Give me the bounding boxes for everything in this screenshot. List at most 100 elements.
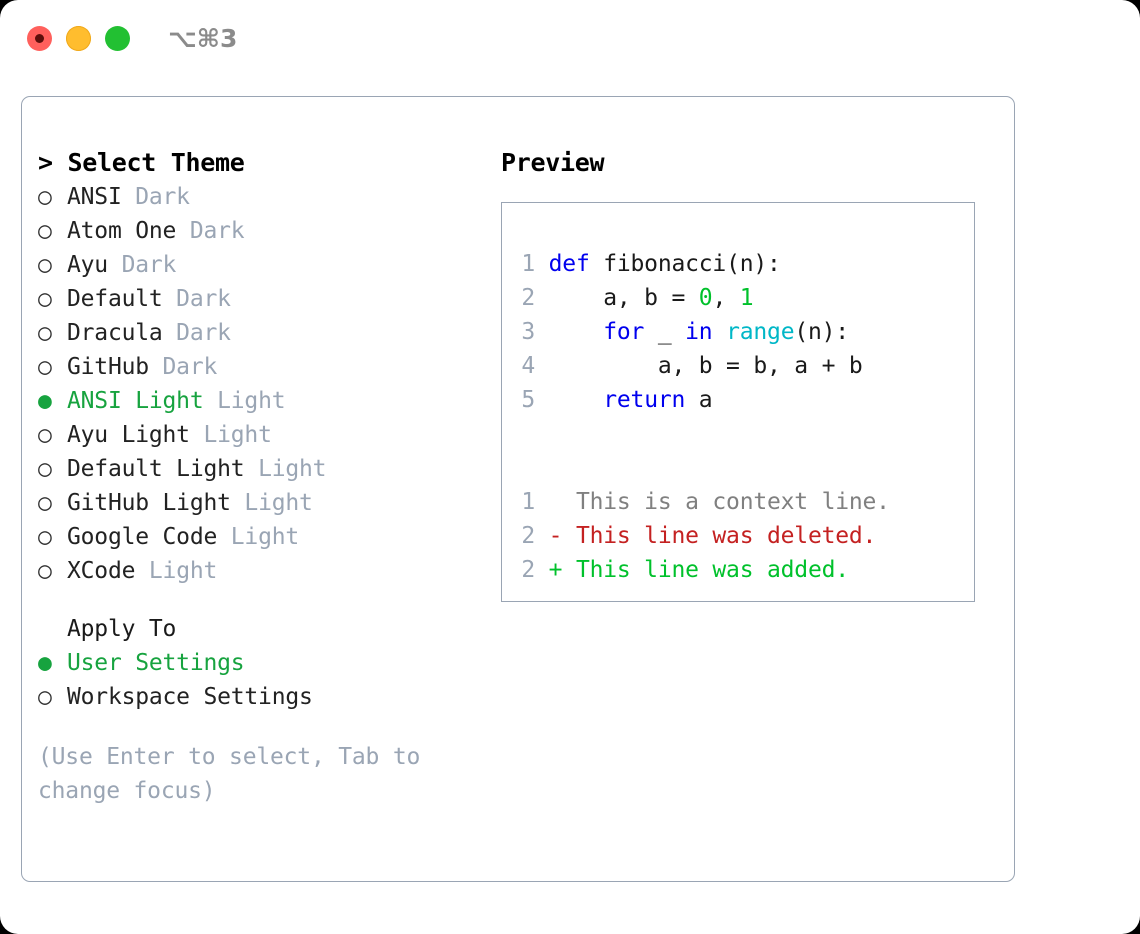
apply-option-user-settings[interactable]: ● User Settings [38,646,478,680]
line-number: 2 [521,523,535,549]
apply-option-workspace-settings[interactable]: ○ Workspace Settings [38,680,478,714]
theme-list[interactable]: ○ANSI Dark○Atom One Dark○Ayu Dark○Defaul… [38,180,478,588]
option-variant-badge: Dark [176,218,245,244]
diff-line-ctx: 1 This is a context line. [521,485,890,519]
radio-unselected-icon: ○ [38,684,52,710]
radio-unselected-icon: ○ [38,422,52,448]
option-variant-badge: Light [230,490,313,516]
title-bar: ⌥⌘3 [0,0,1140,78]
option-label: GitHub [67,354,149,380]
preview-column: Preview 1 def fibonacci(n):2 a, b = 0, 1… [501,146,991,602]
theme-option-ayu-light[interactable]: ○ Ayu Light Light [38,418,478,452]
radio-unselected-icon: ○ [38,184,52,210]
radio-unselected-icon: ○ [38,252,52,278]
code-token [712,319,726,345]
theme-option-xcode[interactable]: ○ XCode Light [38,554,478,588]
option-variant-badge: Dark [121,184,190,210]
line-number: 4 [521,353,535,379]
option-variant-badge: Light [244,456,327,482]
radio-unselected-icon: ○ [38,524,52,550]
option-variant-badge: Light [217,524,300,550]
option-label: Default [67,286,163,312]
theme-option-google-code[interactable]: ○ Google Code Light [38,520,478,554]
code-line: 4 a, b = b, a + b [521,349,890,383]
theme-option-github-light[interactable]: ○ GitHub Light Light [38,486,478,520]
code-line: 3 for _ in range(n): [521,315,890,349]
apply-to-list[interactable]: ● User Settings ○ Workspace Settings [38,646,478,714]
radio-unselected-icon: ○ [38,320,52,346]
option-variant-badge: Dark [148,354,218,380]
option-label: XCode [67,558,136,584]
line-number: 1 [521,489,535,515]
code-token: 1 [739,285,754,311]
option-variant-badge: Light [203,388,286,414]
page-title: > Select Theme [38,148,245,177]
line-number: 3 [521,319,535,345]
code-line: 1 def fibonacci(n): [521,247,890,281]
close-button[interactable] [27,26,52,51]
radio-selected-icon: ● [38,650,52,676]
option-label: GitHub Light [67,490,231,516]
option-label: ANSI Light [67,388,204,414]
minimize-button[interactable] [66,26,91,51]
theme-option-default-light[interactable]: ○ Default Light Light [38,452,478,486]
option-label: Ayu Light [67,422,190,448]
code-line: 2 a, b = 0, 1 [521,281,890,315]
theme-option-github[interactable]: ○ GitHub Dark [38,350,478,384]
diff-line-del: 2 - This line was deleted. [521,519,890,553]
code-token: (n): [794,319,849,345]
radio-unselected-icon: ○ [38,558,52,584]
keyboard-shortcut-label: ⌥⌘3 [168,24,238,53]
code-token: a, b = [535,285,699,311]
radio-unselected-icon: ○ [38,456,52,482]
option-label: Dracula [67,320,163,346]
diff-text: - This line was deleted. [535,523,877,549]
keyboard-hint: (Use Enter to select, Tab to change focu… [38,744,421,804]
preview-title: Preview [501,148,605,177]
code-token: return [603,387,686,413]
radio-unselected-icon: ○ [38,490,52,516]
apply-to-header: Apply To [67,616,177,642]
option-variant-badge: Light [189,422,272,448]
code-token: _ [644,319,686,345]
radio-unselected-icon: ○ [38,218,52,244]
theme-option-ansi[interactable]: ○ ANSI Dark [38,180,478,214]
theme-option-atom-one[interactable]: ○Atom One Dark [38,214,478,248]
diff-line-add: 2 + This line was added. [521,553,890,587]
line-number: 2 [521,285,535,311]
code-token: a, b = b, a + b [535,353,863,379]
theme-option-ayu[interactable]: ○ Ayu Dark [38,248,478,282]
maximize-button[interactable] [105,26,130,51]
radio-unselected-icon: ○ [38,354,52,380]
line-number: 2 [521,557,535,583]
line-number: 5 [521,387,535,413]
option-variant-badge: Dark [162,286,231,312]
option-label: Workspace Settings [67,684,313,710]
code-token: for [603,319,645,345]
line-number: 1 [521,251,535,277]
code-token: a [685,387,713,413]
code-token: def [535,251,590,277]
option-variant-badge: Light [135,558,218,584]
option-label: Ayu [67,252,108,278]
option-label: ANSI [67,184,122,210]
code-blank-line [521,417,890,451]
code-blank-line [521,451,890,485]
main-panel: > Select Theme ○ANSI Dark○Atom One Dark○… [21,96,1015,882]
option-label: Default Light [67,456,245,482]
code-line: 5 return a [521,383,890,417]
theme-option-dracula[interactable]: ○ Dracula Dark [38,316,478,350]
traffic-lights [27,26,130,51]
list-spacer [38,588,478,612]
theme-option-default[interactable]: ○Default Dark [38,282,478,316]
option-variant-badge: Dark [107,252,177,278]
code-token: range [726,319,795,345]
option-label: User Settings [67,650,245,676]
radio-selected-icon: ● [38,388,52,414]
diff-text: + This line was added. [535,557,849,583]
theme-option-ansi-light[interactable]: ● ANSI Light Light [38,384,478,418]
option-variant-badge: Dark [162,320,231,346]
option-label: Google Code [67,524,218,550]
